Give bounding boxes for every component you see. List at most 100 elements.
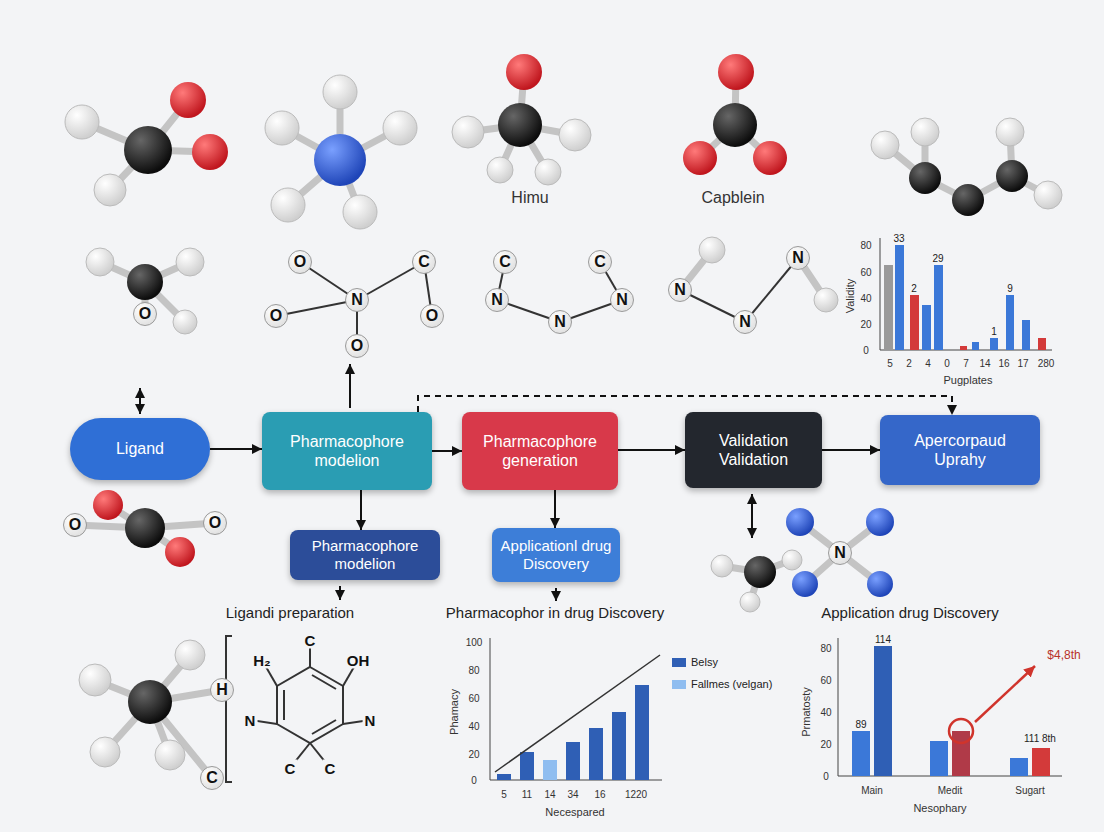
bar-chart	[1006, 295, 1014, 350]
structural-bond	[226, 636, 232, 782]
process-box: Pharmacophore generation	[462, 412, 618, 490]
axis-tick: 20	[860, 319, 871, 330]
flow-arrow	[360, 490, 362, 530]
atom-sphere	[744, 556, 776, 588]
process-box: Applicationl drug Discovery	[492, 528, 620, 582]
axis-tick: 80	[820, 643, 831, 654]
box-label: Pharmacophore generation	[470, 432, 610, 470]
bar-chart	[952, 731, 970, 776]
atom-symbol: C	[303, 632, 318, 649]
atom-sphere	[911, 118, 939, 146]
atom-sphere	[996, 118, 1024, 146]
atom-sphere	[711, 555, 733, 577]
axis-tick: 20	[820, 739, 831, 750]
legend-swatch	[672, 680, 686, 689]
bar-chart	[1032, 748, 1050, 776]
bar-chart	[838, 638, 1062, 776]
axis-label: Nesophary	[913, 802, 966, 814]
bar-chart	[543, 760, 557, 780]
bar-chart	[490, 638, 662, 780]
atom-sphere	[192, 134, 228, 170]
bar-chart	[520, 752, 534, 780]
atom-symbol: O	[345, 334, 369, 358]
atom-symbol: O	[288, 250, 312, 274]
flow-arrow	[554, 490, 556, 528]
bar-chart	[972, 342, 979, 350]
atom-sphere	[79, 664, 111, 696]
bar-chart	[635, 685, 649, 780]
atom-symbol: C	[493, 250, 517, 274]
axis-label: Necespared	[545, 806, 604, 818]
bar-chart	[934, 265, 943, 350]
atom-symbol: N	[668, 278, 692, 302]
annotation: $4,8th	[1047, 648, 1080, 662]
molecule-ball-stick	[75, 72, 1048, 778]
bar-chart	[930, 741, 948, 776]
legend-text: Fallmes (velgan)	[691, 678, 772, 690]
box-label: Applicationl drug Discovery	[500, 537, 612, 573]
value-label: 111 8th	[1024, 733, 1056, 744]
box-label: Pharmacophore modelion	[298, 537, 432, 573]
atom-sphere	[452, 116, 484, 148]
atom-symbol: H	[210, 678, 234, 702]
legend-item: Belsy	[672, 656, 718, 668]
axis-tick: 16	[998, 358, 1009, 369]
atom-symbol: O	[63, 513, 87, 537]
axis-tick: 5	[887, 358, 893, 369]
axis-label: Validity	[844, 279, 856, 314]
axis-tick: 5	[501, 789, 507, 800]
atom-symbol: N	[243, 712, 258, 729]
bar-chart	[874, 646, 892, 776]
bar-chart	[949, 719, 973, 743]
bar-chart	[612, 712, 626, 780]
bar-chart	[1022, 320, 1030, 350]
axis-label: Phamacy	[448, 689, 460, 735]
flow-arrow	[432, 450, 462, 452]
atom-symbol: N	[363, 712, 378, 729]
axis-tick: 40	[860, 293, 871, 304]
axis-tick: 7	[963, 358, 969, 369]
axis-tick: 0	[823, 771, 829, 782]
axis-tick: 100	[466, 637, 483, 648]
structural-bond	[277, 667, 343, 743]
atom-sphere	[699, 237, 725, 263]
atom-sphere	[792, 571, 818, 597]
process-box: Pharmacophore modelion	[262, 412, 432, 490]
structural-bond	[284, 675, 336, 734]
axis-tick: 60	[860, 267, 871, 278]
atom-sphere	[265, 111, 299, 145]
atom-sphere	[155, 740, 185, 770]
bar-chart	[975, 666, 1035, 722]
box-label: Ligand	[116, 439, 164, 458]
process-box: Pharmacophore modelion	[290, 530, 440, 580]
axis-tick: 2	[906, 358, 912, 369]
atom-sphere	[65, 105, 99, 139]
atom-sphere	[383, 111, 417, 145]
atom-sphere	[271, 188, 305, 222]
atom-sphere	[128, 680, 172, 724]
axis-tick: 14	[979, 358, 990, 369]
atom-sphere	[996, 160, 1028, 192]
axis-tick: 11	[522, 789, 532, 800]
bar-chart	[495, 655, 660, 772]
atom-sphere	[506, 54, 542, 90]
bar-chart	[960, 346, 967, 350]
atom-sphere	[740, 592, 760, 612]
atom-sphere	[127, 264, 163, 300]
box-label: Pharmacophore modelion	[270, 432, 424, 470]
atom-sphere	[86, 248, 114, 276]
bar-chart	[895, 245, 904, 350]
flow-arrow	[140, 364, 752, 601]
atom-sphere	[343, 195, 377, 229]
value-label: 2	[911, 283, 917, 294]
atom-sphere	[498, 103, 542, 147]
atom-sphere	[90, 737, 120, 767]
axis-label: Pugplates	[944, 374, 993, 386]
axis-label: Prmatosty	[800, 687, 812, 737]
molecule-caption: Capblein	[701, 189, 764, 207]
bar-chart	[1038, 338, 1046, 350]
axis-tick: 14	[544, 789, 555, 800]
atom-sphere	[683, 141, 717, 175]
bar-chart	[910, 295, 919, 350]
